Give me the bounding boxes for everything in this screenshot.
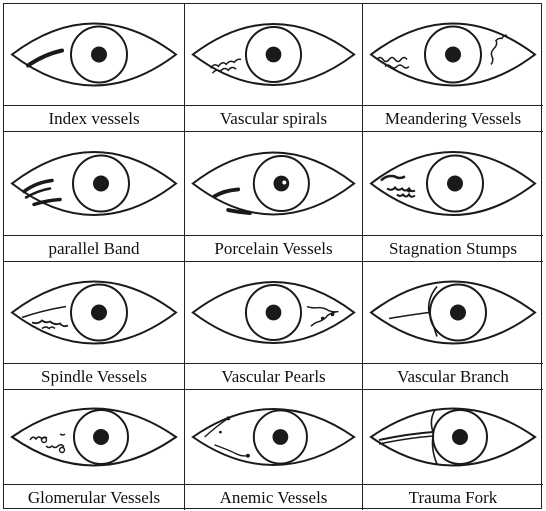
eye-vascular-pearls-icon [185,262,362,363]
eye-parallel-band-icon [4,132,184,235]
eye-glomerular-vessels-icon [4,390,184,484]
cell-label: Vascular Pearls [185,363,362,389]
cell-label: Vascular Branch [363,363,543,389]
cell-meandering-vessels: Meandering Vessels [363,4,543,132]
eye-index-vessels-icon [4,4,184,105]
cell-index-vessels: Index vessels [4,4,185,132]
eye-porcelain-vessels-icon [185,132,362,235]
cell-spindle-vessels: Spindle Vessels [4,262,185,390]
cell-trauma-fork: Trauma Fork [363,390,543,510]
cell-glomerular-vessels: Glomerular Vessels [4,390,185,510]
cell-parallel-band: parallel Band [4,132,185,262]
cell-anemic-vessels: Anemic Vessels [185,390,363,510]
eye-spindle-vessels-icon [4,262,184,363]
eye-anemic-vessels-icon [185,390,362,484]
cell-label: Trauma Fork [363,484,543,510]
eye-vascular-spirals-icon [185,4,362,105]
cell-label: Index vessels [4,105,184,131]
cell-label: Meandering Vessels [363,105,543,131]
eye-meandering-vessels-icon [363,4,543,105]
cell-stagnation-stumps: Stagnation Stumps [363,132,543,262]
cell-label: Glomerular Vessels [4,484,184,510]
eye-trauma-fork-icon [363,390,543,484]
cell-label: Stagnation Stumps [363,235,543,261]
cell-label: Porcelain Vessels [185,235,362,261]
cell-vascular-pearls: Vascular Pearls [185,262,363,390]
cell-label: Vascular spirals [185,105,362,131]
cell-label: parallel Band [4,235,184,261]
cell-label: Anemic Vessels [185,484,362,510]
eye-stagnation-stumps-icon [363,132,543,235]
eye-vascular-branch-icon [363,262,543,363]
cell-vascular-spirals: Vascular spirals [185,4,363,132]
cell-vascular-branch: Vascular Branch [363,262,543,390]
eye-vessel-grid: Index vessels Vascular spirals Meanderin… [3,3,542,509]
cell-label: Spindle Vessels [4,363,184,389]
cell-porcelain-vessels: Porcelain Vessels [185,132,363,262]
